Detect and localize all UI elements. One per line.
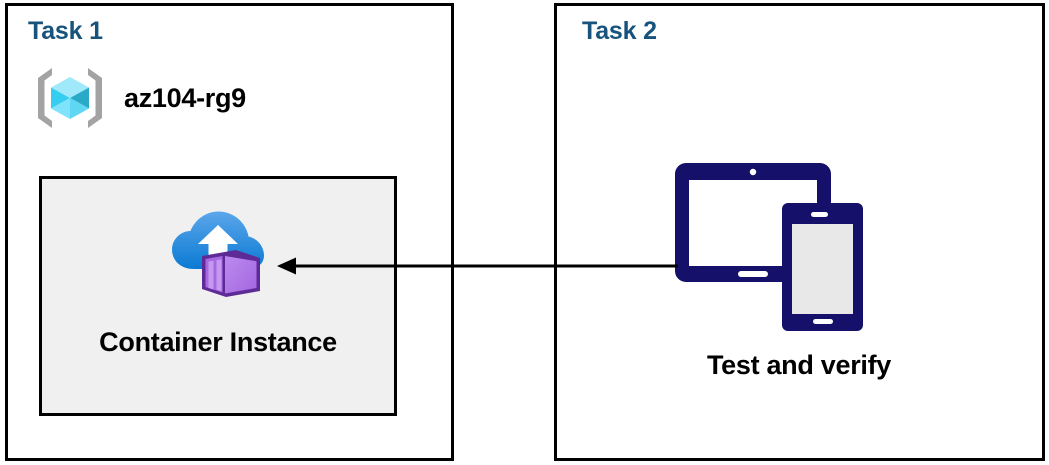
test-and-verify-label: Test and verify — [706, 350, 892, 380]
resource-group-row: az104-rg9 — [32, 62, 246, 134]
azure-resource-group-icon — [32, 62, 108, 134]
task-1-title: Task 1 — [28, 17, 103, 45]
container-instance-card: Container Instance — [39, 176, 397, 416]
arrow-task2-to-container-instance — [272, 252, 678, 280]
tablet-and-phone-icon — [672, 160, 866, 334]
task-2-title: Task 2 — [582, 17, 657, 45]
resource-group-label: az104-rg9 — [124, 82, 246, 113]
container-instance-label: Container Instance — [99, 327, 337, 357]
azure-container-instance-icon — [170, 203, 266, 299]
